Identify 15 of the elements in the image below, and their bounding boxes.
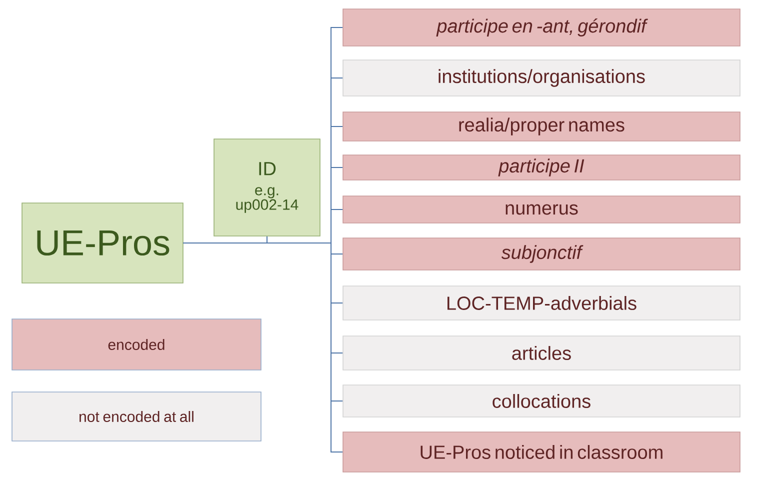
legend-item: encoded (12, 318, 262, 370)
category-box: UE-Pros noticed in classroom (342, 432, 740, 472)
category-box: participe II (342, 154, 740, 180)
connector-line (182, 242, 344, 452)
category-box: institutions/organisations (342, 60, 740, 96)
category-box: LOC-TEMP-adverbials (342, 286, 740, 320)
category-box: articles (342, 336, 740, 370)
topic-box: UE-Pros (22, 202, 184, 284)
category-box: realia/proper names (342, 112, 740, 142)
category-box: numerus (342, 196, 740, 224)
category-box: participe en -ant, gérondif (342, 8, 740, 46)
topic-box: ID e.g. up002-14 (214, 138, 320, 236)
category-box: collocations (342, 384, 740, 418)
category-box: subjonctif (342, 238, 740, 270)
legend-item: not encoded at all (12, 392, 262, 442)
